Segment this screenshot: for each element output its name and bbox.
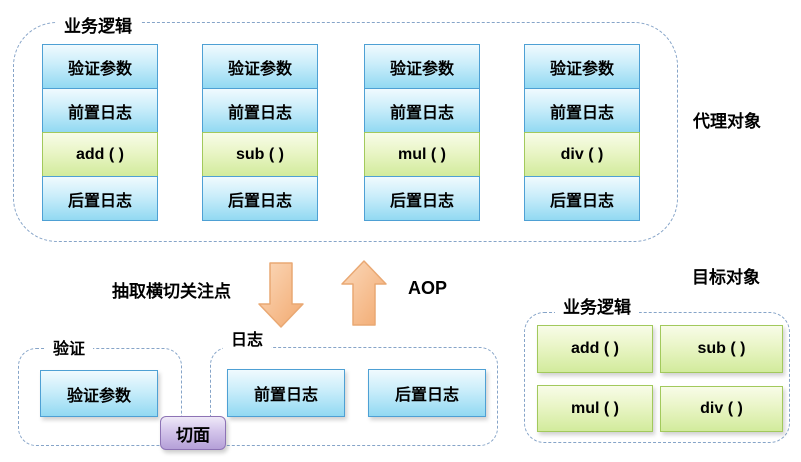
target-container-label: 业务逻辑 — [555, 293, 639, 318]
proxy-box-postlog: 后置日志 — [42, 176, 158, 221]
proxy-box-postlog: 后置日志 — [202, 176, 318, 221]
proxy-box-method: mul ( ) — [364, 132, 480, 177]
proxy-side-label: 代理对象 — [693, 112, 761, 131]
proxy-object-container: 业务逻辑 验证参数 前置日志 add ( ) 后置日志 验证参数 前置日志 su… — [13, 12, 678, 242]
aop-label: AOP — [408, 278, 448, 298]
target-box-add: add ( ) — [537, 325, 653, 373]
aspect-badge: 切面 — [160, 416, 226, 450]
proxy-column-mul: 验证参数 前置日志 mul ( ) 后置日志 — [364, 44, 480, 221]
proxy-box-method: sub ( ) — [202, 132, 318, 177]
target-box-mul: mul ( ) — [537, 385, 653, 432]
validation-container: 验证 — [18, 335, 182, 446]
proxy-box-prelog: 前置日志 — [42, 88, 158, 133]
logging-label: 日志 — [223, 326, 272, 350]
up-arrow-icon — [341, 260, 387, 326]
extract-crosscut-label: 抽取横切关注点 — [112, 282, 231, 301]
target-object-label: 目标对象 — [692, 268, 760, 287]
proxy-box-validate: 验证参数 — [202, 44, 318, 89]
proxy-box-method: add ( ) — [42, 132, 158, 177]
proxy-box-postlog: 后置日志 — [364, 176, 480, 221]
proxy-column-div: 验证参数 前置日志 div ( ) 后置日志 — [524, 44, 640, 221]
target-container: 业务逻辑 — [524, 293, 790, 443]
proxy-box-method: div ( ) — [524, 132, 640, 177]
proxy-column-sub: 验证参数 前置日志 sub ( ) 后置日志 — [202, 44, 318, 221]
proxy-column-add: 验证参数 前置日志 add ( ) 后置日志 — [42, 44, 158, 221]
target-box-div: div ( ) — [660, 386, 783, 432]
proxy-box-prelog: 前置日志 — [364, 88, 480, 133]
down-arrow-icon — [258, 262, 304, 328]
proxy-box-postlog: 后置日志 — [524, 176, 640, 221]
proxy-box-validate: 验证参数 — [524, 44, 640, 89]
proxy-box-prelog: 前置日志 — [524, 88, 640, 133]
proxy-container-label: 业务逻辑 — [56, 12, 140, 37]
logging-box-prelog: 前置日志 — [227, 369, 345, 417]
proxy-box-prelog: 前置日志 — [202, 88, 318, 133]
logging-container: 日志 — [210, 326, 498, 446]
target-box-sub: sub ( ) — [660, 325, 783, 373]
validation-label: 验证 — [45, 335, 94, 359]
validation-box-validate: 验证参数 — [40, 370, 158, 417]
logging-box-postlog: 后置日志 — [368, 369, 486, 417]
proxy-box-validate: 验证参数 — [364, 44, 480, 89]
proxy-box-validate: 验证参数 — [42, 44, 158, 89]
